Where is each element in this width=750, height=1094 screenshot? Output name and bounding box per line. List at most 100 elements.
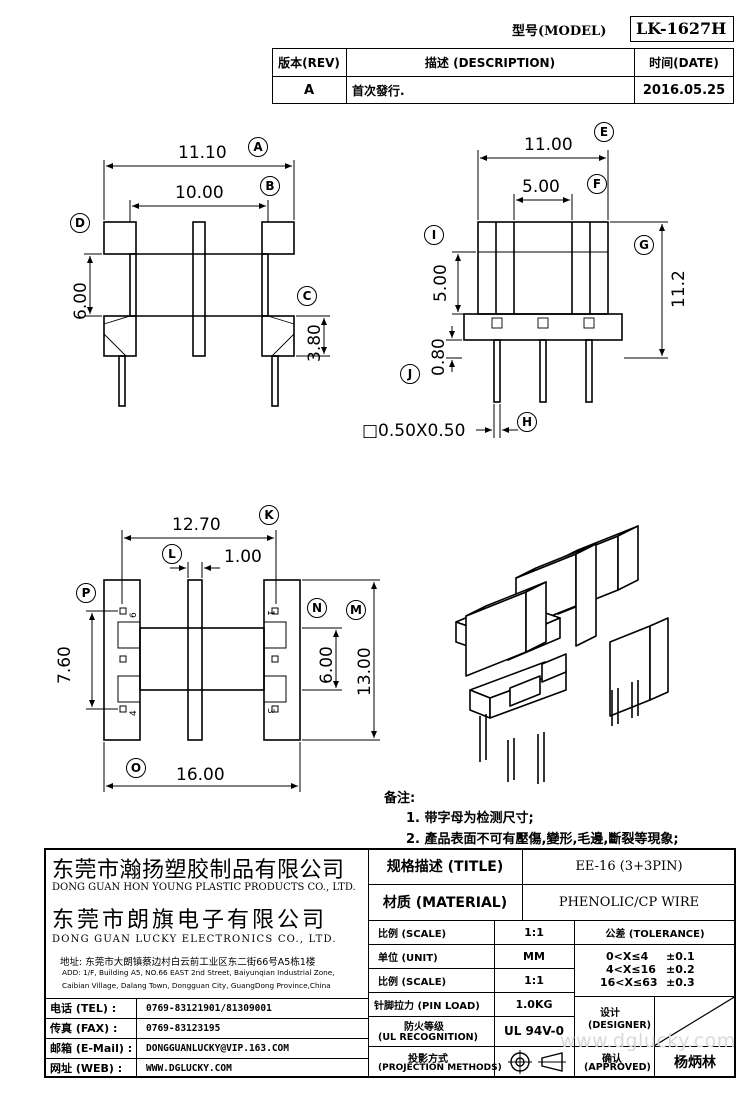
dim-tag-e: E [594,122,614,142]
designer-label-en: (DESIGNER) [588,1020,651,1031]
dim-tag-a: A [248,137,268,157]
front-view [103,221,295,407]
designer-slash [654,996,736,1046]
model-label: 型号(MODEL) [512,24,607,39]
dim-tag-k: K [259,505,279,525]
tol-value-2: ±0.2 [666,963,695,976]
dim-tag-g: G [634,235,654,255]
company-name-1-en: DONG GUAN HON YOUNG PLASTIC PRODUCTS CO.… [52,882,356,893]
dim-tag-p: P [76,583,96,603]
spec-material-label: 材质 (MATERIAL) [382,895,508,911]
dim-tag-n: N [307,598,327,618]
approved-label-cn: 确认 [602,1054,622,1065]
isometric-view [455,525,669,784]
dim-g-value: 11.2 [669,270,689,308]
contact-web-label: 网址 (WEB) : [50,1062,123,1075]
notes-title: 备注: [384,791,416,806]
desc-value: 首次發行. [352,83,405,98]
contact-fax-value: 0769-83123195 [146,1022,221,1034]
dim-tag-m: M [346,600,366,620]
bottom-view [103,579,301,741]
model-value: LK-1627H [636,19,727,38]
spec-scale2-value: 1:1 [524,973,544,987]
spec-unit-label: 单位 (UNIT) [378,952,438,964]
bottom-view-dims [86,530,380,792]
company-address-en-2: Caibian Village, Dalang Town, Dongguan C… [62,981,331,990]
company-name-2-en: DONG GUAN LUCKY ELECTRONICS CO., LTD. [52,934,337,945]
ul-label-cn: 防火等级 [404,1022,444,1033]
spec-tolerance-label: 公差 (TOLERANCE) [605,928,705,940]
side-view [463,221,623,403]
contact-web-value[interactable]: WWW.DGLUCKY.COM [146,1062,232,1074]
approved-value: 杨炳林 [674,1055,716,1071]
dim-tag-j: J [400,364,420,384]
spec-scale-value: 1:1 [524,925,544,939]
dim-c-value: 3.80 [305,324,325,362]
dim-m-value: 13.00 [355,647,375,696]
dim-n-value: 6.00 [317,646,337,684]
dim-tag-o: O [126,758,146,778]
contact-fax-label: 传真 (FAX) : [50,1022,118,1035]
projection-symbol-icon [508,1050,566,1074]
pin-label-3: 3 [265,708,275,714]
dim-o-value: 16.00 [176,765,225,785]
pin-label-1: 1 [265,610,275,616]
spec-material-value: PHENOLIC/CP WIRE [558,894,700,910]
pin-label-6: 6 [129,612,139,618]
projection-label-en: (PROJECTION METHODS) [378,1063,502,1073]
dim-h-value: □0.50X0.50 [362,421,465,441]
spec-scale-label: 比例 (SCALE) [378,928,447,940]
spec-title-label: 规格描述 (TITLE) [386,859,504,875]
company-address-en-1: ADD: 1/F, Building A5, NO.66 EAST 2nd St… [62,968,335,977]
contact-tel-value: 0769-83121901/81309001 [146,1002,272,1014]
technical-drawing: 11.10 10.00 6.00 3.80 [55,135,689,792]
rev-value: A [303,82,315,98]
dim-tag-c: C [297,286,317,306]
dim-d-value: 6.00 [71,282,91,320]
dim-f-value: 5.00 [522,177,560,197]
spec-title-value: EE-16 (3+3PIN) [575,858,683,874]
spec-pinload-value: 1.0KG [515,997,553,1011]
dim-e-value: 11.00 [524,135,573,155]
dim-j-value: 0.80 [429,338,449,376]
desc-header: 描述 (DESCRIPTION) [424,55,556,70]
notes-item-1: 1. 带字母为检测尺寸; [406,811,534,826]
spec-unit-value: MM [523,949,545,963]
date-value: 2016.05.25 [642,82,726,98]
dim-tag-d: D [70,213,90,233]
dim-tag-b: B [260,176,280,196]
tol-range-3: 16<X≤63 [600,976,658,989]
title-block [44,848,736,1078]
contact-email-label: 邮箱 (E-Mail) : [50,1042,133,1055]
front-view-dims [84,160,330,357]
side-view-dims [446,150,668,438]
date-header: 时间(DATE) [649,55,719,70]
approved-label-en: (APPROVED) [584,1062,651,1073]
dim-p-value: 7.60 [55,646,75,684]
designer-label-cn: 设计 [600,1008,620,1019]
spec-pinload-label: 针脚拉力 (PIN LOAD) [374,1000,480,1012]
projection-label-cn: 投影方式 [408,1054,448,1065]
contact-tel-label: 电话 (TEL) : [50,1002,117,1015]
dim-b-value: 10.00 [175,183,224,203]
contact-email-value[interactable]: DONGGUANLUCKY@VIP.163.COM [146,1042,289,1054]
ul-value: UL 94V-0 [503,1024,564,1038]
pin-label-4: 4 [129,710,139,716]
company-address-cn: 地址: 东莞市大朗镇蔡边村白云前工业区东二街66号A5栋1楼 [60,957,316,968]
dim-tag-l: L [162,544,182,564]
tol-range-1: 0<X≤4 [606,950,649,963]
dim-tag-h: H [517,412,537,432]
tol-range-2: 4<X≤16 [606,963,656,976]
company-name-2-cn: 东莞市朗旗电子有限公司 [52,908,328,933]
tol-value-3: ±0.3 [666,976,695,989]
watermark: www.dglucky.com [560,1030,736,1052]
company-name-1-cn: 东莞市瀚扬塑胶制品有限公司 [52,858,345,883]
notes-item-2: 2. 產品表面不可有壓傷,變形,毛邊,斷裂等現象; [406,832,679,847]
ul-label-en: (UL RECOGNITION) [378,1032,478,1043]
rev-header: 版本(REV) [278,55,340,70]
dim-i-value: 5.00 [431,264,451,302]
dim-a-value: 11.10 [178,143,227,163]
dim-tag-f: F [587,174,607,194]
dim-l-value: 1.00 [224,547,262,567]
model-value-box [630,16,734,42]
